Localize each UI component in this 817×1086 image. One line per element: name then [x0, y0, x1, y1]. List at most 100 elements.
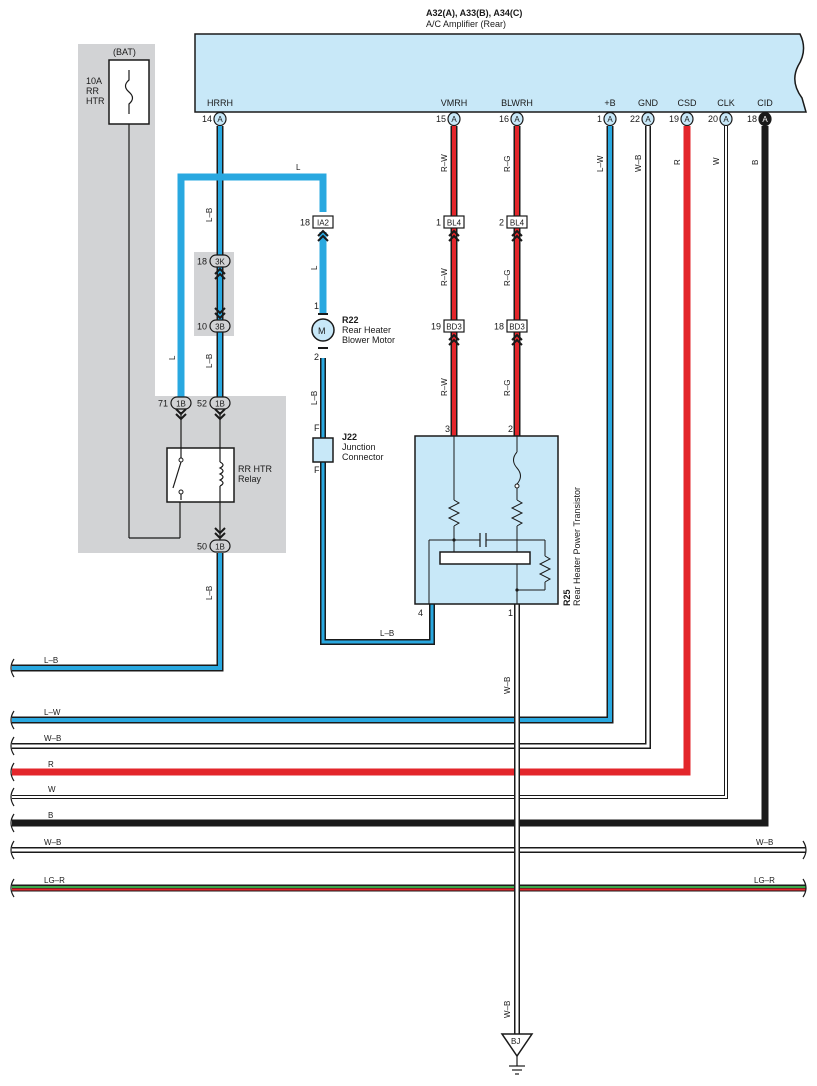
junction-pin-bottom: F [314, 465, 320, 475]
connector-pin: 18 [494, 322, 504, 332]
fuse-name1: RR [86, 86, 99, 96]
connector-arrow [511, 234, 523, 242]
left-wire-label-1: L–W [44, 708, 61, 717]
amp-pin-num-3: 1 [597, 114, 602, 124]
relay [166, 412, 235, 540]
amp-pin-name-7: CID [757, 98, 773, 108]
connector-arrow [214, 413, 226, 421]
connector-arrow [175, 408, 187, 416]
connector-arrow [214, 408, 226, 416]
wire-break-right-1 [802, 878, 807, 898]
amp-pin-name-6: CLK [717, 98, 735, 108]
motor-name1: Rear Heater [342, 325, 391, 335]
connector-arrow [214, 267, 226, 275]
transistor-pin1: 1 [508, 608, 513, 618]
connector-id: 1B [215, 543, 225, 552]
left-wire-label-0: L–B [44, 656, 58, 665]
connector-pin: 50 [197, 542, 207, 552]
connector-box [312, 215, 334, 229]
wire-break-left-1 [10, 710, 15, 730]
label-gnd: W–B [634, 155, 643, 172]
connector-id: BD3 [509, 323, 525, 332]
connector-id: 1B [215, 400, 225, 409]
connector-arrow [317, 234, 329, 242]
label-l-side: L [168, 355, 177, 360]
connector-arrow [511, 333, 523, 341]
amp-pin-conn-6: A [723, 115, 729, 124]
label-vmrh-3: R–W [440, 378, 449, 396]
connector-pin: 18 [197, 257, 207, 267]
amp-pin-conn-5: A [684, 115, 690, 124]
amp-pin-name-5: CSD [677, 98, 697, 108]
relay-block-zone [78, 44, 286, 553]
ground-symbol [500, 1033, 534, 1075]
connector-id: BD3 [446, 323, 462, 332]
transistor-pin3: 3 [445, 424, 450, 434]
amp-pin-badge-1 [447, 111, 461, 127]
label-relay-out: L–B [205, 586, 214, 600]
left-wire-label-7: LG–R [44, 876, 65, 885]
ground-label: BJ [511, 1037, 520, 1046]
amp-pin-badge-0 [213, 111, 227, 127]
label-blwrh-1: R–G [503, 156, 512, 172]
label-plusb: L–W [596, 155, 605, 172]
left-wire-label-6: W–B [44, 838, 61, 847]
label-csd: R [673, 159, 682, 165]
wire-l-loop [177, 173, 327, 398]
right-wire-label-7: LG–R [754, 876, 775, 885]
connector-pin: 52 [197, 399, 207, 409]
wire-break-left-5 [10, 813, 15, 833]
motor-symbol: M [318, 326, 326, 336]
left-wire-label-2: W–B [44, 734, 61, 743]
amp-pin-num-5: 19 [669, 114, 679, 124]
connector-arrow [214, 527, 226, 535]
label-motor-out: L–B [310, 391, 319, 405]
connector-oval [209, 539, 231, 553]
amp-pin-name-2: BLWRH [501, 98, 533, 108]
connector-arrow [175, 413, 187, 421]
amp-pin-name-0: HRRH [207, 98, 233, 108]
amplifier-panel [194, 33, 807, 113]
amplifier-code: A32(A), A33(B), A34(C) [426, 8, 522, 18]
connector-id: 3K [215, 258, 225, 267]
amplifier-pin-row: HRRHA14VMRHA15BLWRHA16+BA1GNDA22CSDA19CL… [202, 98, 773, 127]
amp-pin-conn-3: A [607, 115, 613, 124]
connector-oval [209, 319, 231, 333]
power-transistor [414, 435, 559, 605]
motor-pin-top: 1 [314, 301, 319, 311]
transistor-pin2: 2 [508, 424, 513, 434]
wire-lgr-through [12, 884, 806, 892]
motor-pin-bottom: 2 [314, 352, 319, 362]
left-wire-label-5: B [48, 811, 53, 820]
connector-arrow [448, 229, 460, 237]
connector-arrow [448, 338, 460, 346]
connector-arrow [448, 333, 460, 341]
label-ground-wire: W–B [503, 1001, 512, 1018]
junction-name2: Connector [342, 452, 384, 462]
wire-break-left-0 [10, 658, 15, 678]
amp-pin-badge-6 [719, 111, 733, 127]
amp-pin-conn-4: A [645, 115, 651, 124]
left-wire-breaks [10, 658, 807, 898]
wire-break-left-7 [10, 878, 15, 898]
amp-pin-badge-5 [680, 111, 694, 127]
transistor-code: R25 [562, 589, 572, 606]
connector-oval [209, 254, 231, 268]
transistor-name: Rear Heater Power Transistor [572, 487, 582, 606]
label-blwrh-3: R–G [503, 380, 512, 396]
connector-pin: 10 [197, 322, 207, 332]
junction-connector [312, 437, 334, 463]
connector-pin: 71 [158, 399, 168, 409]
amp-pin-conn-2: A [514, 115, 520, 124]
connector-box [506, 319, 528, 333]
wire-gnd [12, 126, 651, 749]
wire-break-left-4 [10, 787, 15, 807]
connector-box [443, 215, 465, 229]
amp-pin-num-1: 15 [436, 114, 446, 124]
connector-arrow [511, 338, 523, 346]
connector-id: IA2 [317, 219, 330, 228]
